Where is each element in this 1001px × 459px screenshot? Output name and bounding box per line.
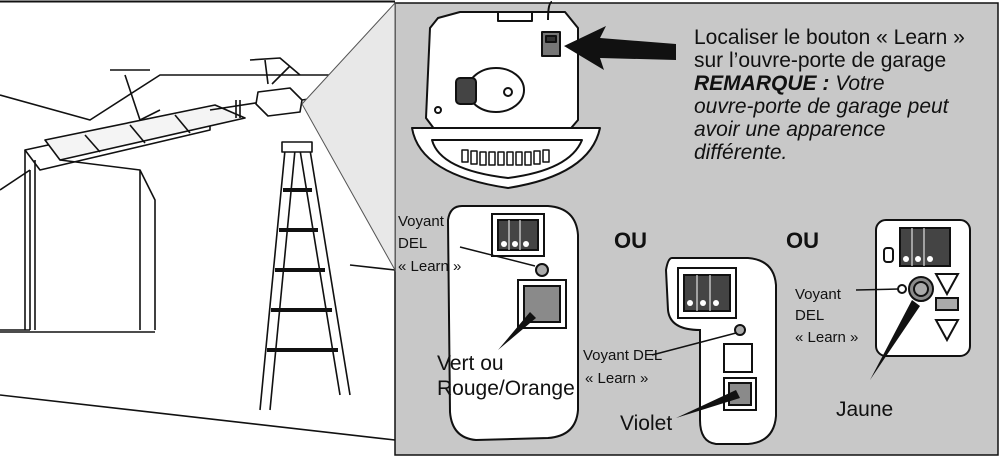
ladder bbox=[259, 141, 351, 411]
or-separator-1: OU bbox=[614, 228, 647, 253]
panel1-led-label-1: Voyant bbox=[398, 213, 444, 230]
remarque-label: REMARQUE : bbox=[694, 72, 830, 95]
note-text-3: avoir une apparence bbox=[694, 118, 886, 141]
panel1-color-1: Vert ou bbox=[437, 352, 504, 375]
wall-panel-3 bbox=[855, 219, 971, 357]
panel2-led-label-2: « Learn » bbox=[585, 370, 649, 387]
wall-panel-1 bbox=[446, 205, 579, 442]
or-separator-2: OU bbox=[786, 228, 819, 253]
note-text-4: différente. bbox=[694, 141, 788, 164]
note-block: REMARQUE : Votre bbox=[694, 72, 885, 95]
panel3-led-label-3: « Learn » bbox=[795, 329, 859, 346]
instruction-line-1: Localiser le bouton « Learn » bbox=[694, 26, 965, 49]
opener-unit bbox=[411, 1, 601, 189]
learn-button-pointer-arrow bbox=[564, 26, 676, 70]
note-text-1: Votre bbox=[835, 72, 885, 95]
panel3-led-label-2: DEL bbox=[795, 307, 825, 324]
panel1-led-label-2: DEL bbox=[398, 235, 428, 252]
note-text-2: ouvre-porte de garage peut bbox=[694, 95, 949, 118]
panel3-led-label-1: Voyant bbox=[795, 286, 841, 303]
panel1-color-2: Rouge/Orange bbox=[437, 377, 575, 400]
panel2-led-label-1: Voyant DEL bbox=[583, 347, 663, 364]
garage-scene bbox=[0, 57, 396, 441]
panel3-color: Jaune bbox=[836, 398, 894, 421]
instruction-line-2: sur l’ouvre-porte de garage bbox=[694, 49, 947, 72]
panel1-led-label-3: « Learn » bbox=[398, 258, 462, 275]
panel2-color: Violet bbox=[620, 412, 673, 435]
